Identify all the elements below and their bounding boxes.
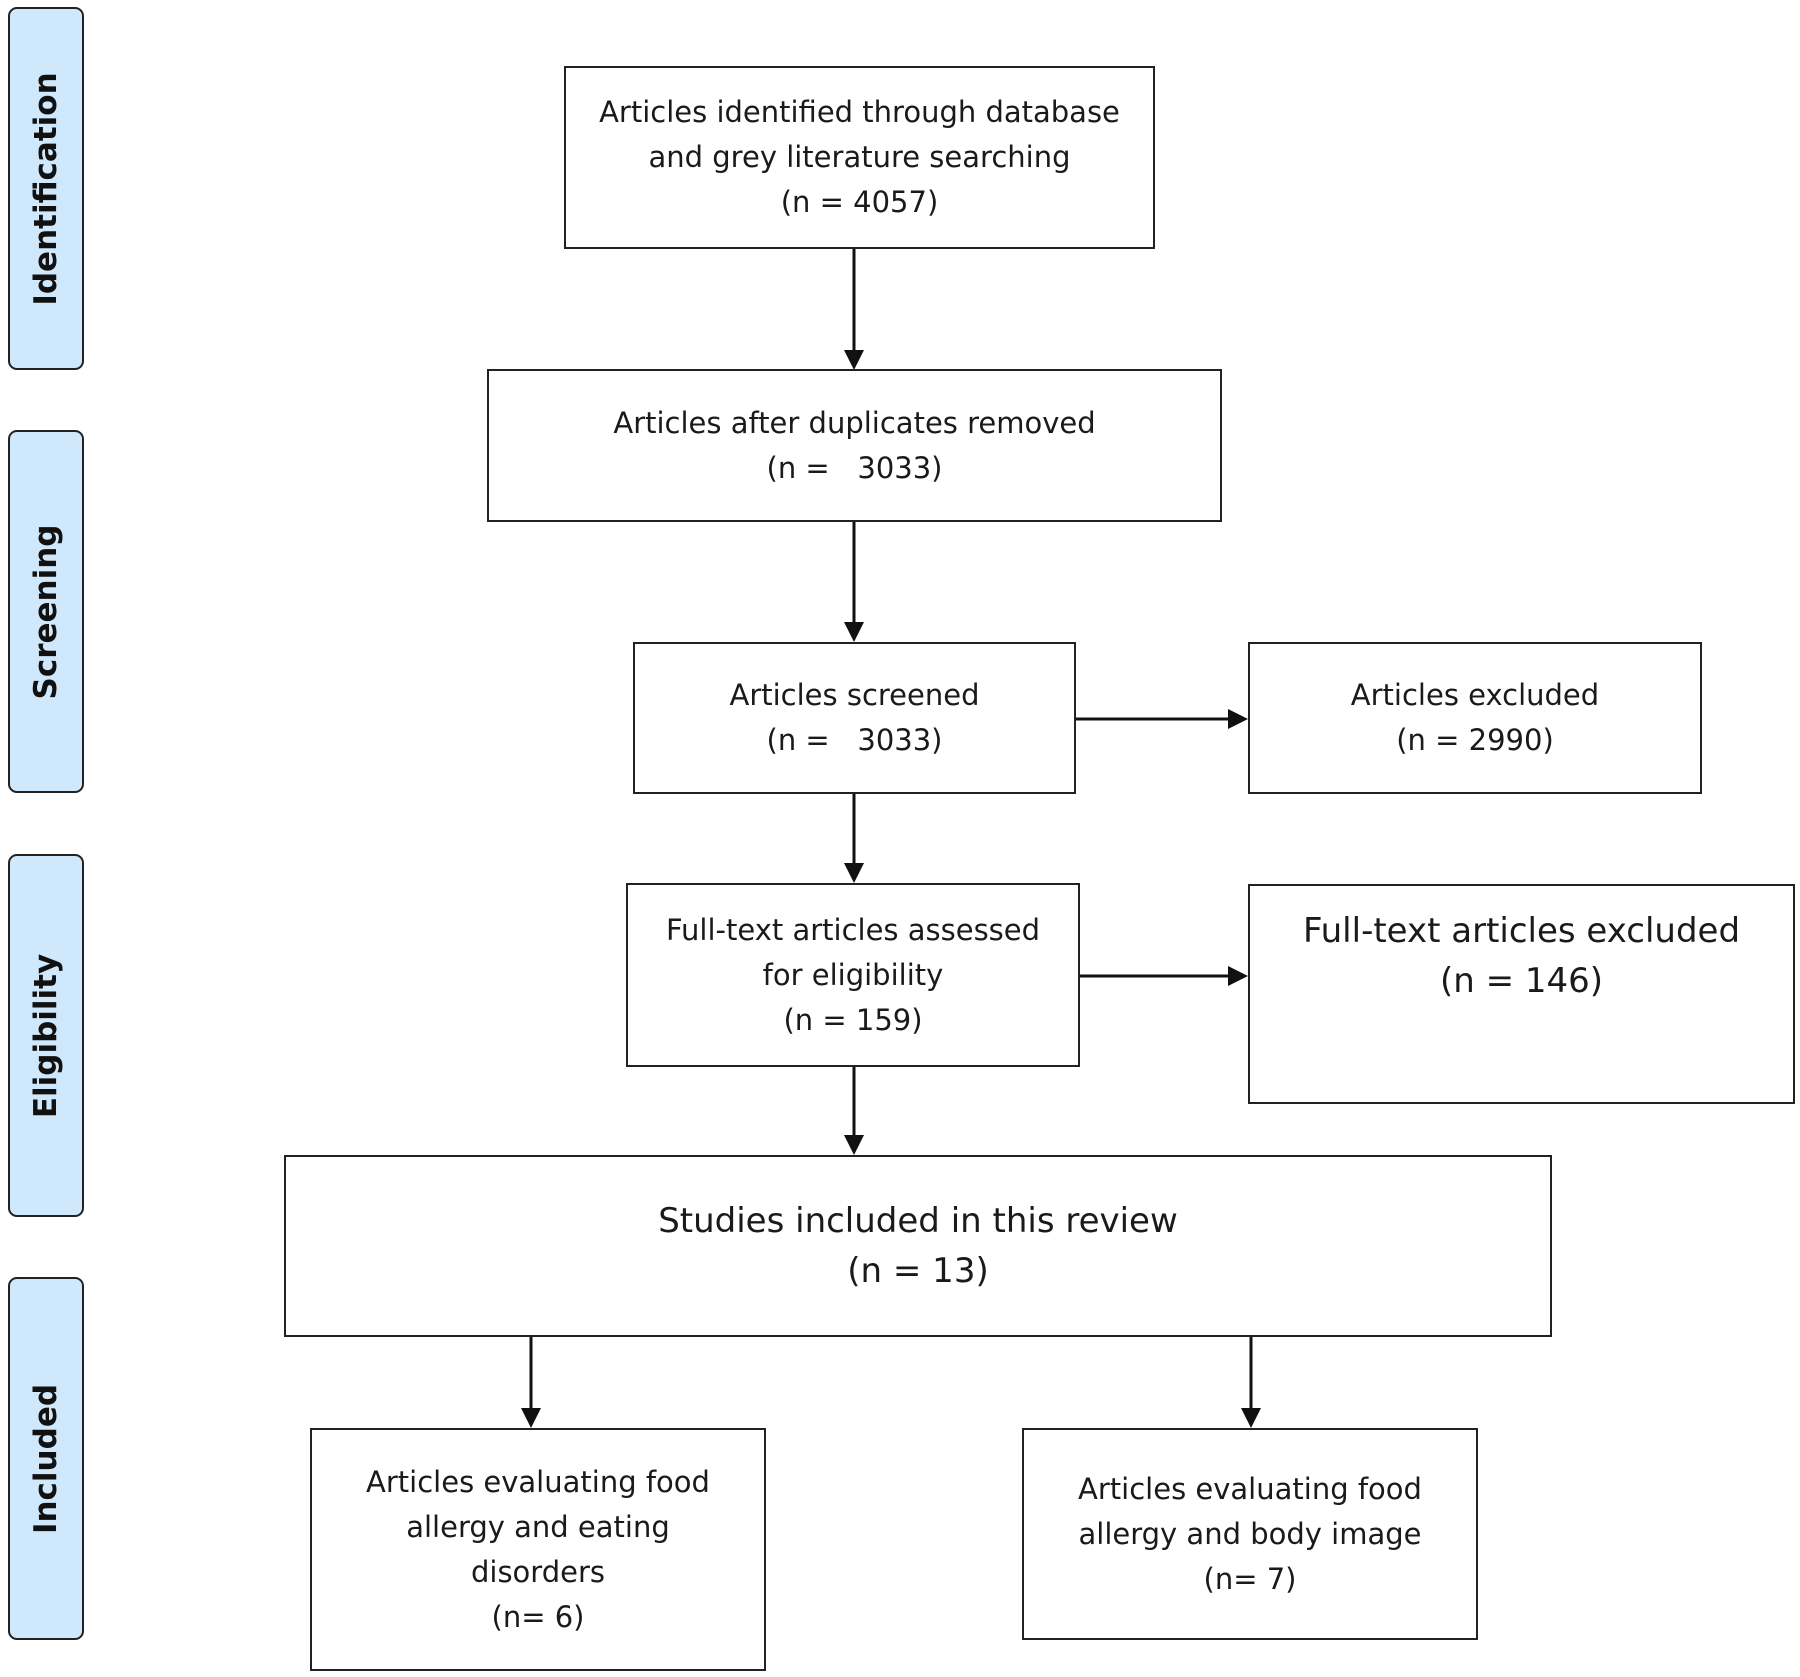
box-studies-included-count: (n = 13) — [847, 1251, 989, 1291]
box-full-text-excluded: Full-text articles excluded (n = 146) — [1248, 884, 1795, 1104]
phase-eligibility-label: Eligibility — [28, 953, 64, 1118]
phase-included-label: Included — [28, 1383, 64, 1534]
box-eating-disorders: Articles evaluating food allergy and eat… — [310, 1428, 766, 1671]
arrowhead-included-to-eating-disorders — [521, 1408, 541, 1428]
box-eating-disorders-count: (n= 6) — [491, 1599, 585, 1634]
arrowhead-screened-to-fulltext — [844, 863, 864, 883]
box-full-text-assessed-count: (n = 159) — [783, 1002, 923, 1037]
phase-eligibility: Eligibility — [8, 854, 84, 1217]
phase-screening: Screening — [8, 430, 84, 793]
box-eating-disorders-line3: disorders — [470, 1554, 605, 1589]
arrowhead-screened-to-excluded — [1228, 709, 1248, 729]
box-full-text-assessed-line2: for eligibility — [762, 957, 944, 992]
phase-identification-label: Identification — [28, 71, 64, 306]
box-full-text-assessed: Full-text articles assessed for eligibil… — [626, 883, 1080, 1067]
box-full-text-assessed-line1: Full-text articles assessed — [665, 912, 1041, 947]
phase-identification: Identification — [8, 7, 84, 370]
box-body-image-line2: allergy and body image — [1078, 1516, 1422, 1551]
box-identified-count: (n = 4057) — [780, 185, 939, 219]
box-body-image-line1: Articles evaluating food — [1078, 1471, 1422, 1506]
phase-included: Included — [8, 1277, 84, 1640]
box-full-text-excluded-line1: Full-text articles excluded — [1302, 911, 1741, 951]
box-identified-line2: and grey literature searching — [648, 140, 1071, 174]
box-identified: Articles identified through database and… — [564, 66, 1155, 249]
box-excluded-count: (n = 2990) — [1396, 723, 1554, 757]
box-excluded-line1: Articles excluded — [1350, 678, 1600, 712]
box-studies-included-line1: Studies included in this review — [658, 1201, 1178, 1241]
box-screened-count: (n = 3033) — [766, 723, 943, 757]
box-duplicates-removed: Articles after duplicates removed (n = 3… — [487, 369, 1222, 522]
box-body-image-count: (n= 7) — [1203, 1561, 1297, 1596]
box-studies-included: Studies included in this review (n = 13) — [284, 1155, 1552, 1337]
phase-screening-label: Screening — [28, 524, 64, 699]
box-full-text-excluded-count: (n = 146) — [1439, 961, 1604, 1001]
box-screened-line1: Articles screened — [729, 678, 980, 712]
box-duplicates-removed-count: (n = 3033) — [766, 450, 943, 485]
arrowhead-duplicates-to-screened — [844, 622, 864, 642]
arrowhead-included-to-body-image — [1241, 1408, 1261, 1428]
box-body-image: Articles evaluating food allergy and bod… — [1022, 1428, 1478, 1640]
box-duplicates-removed-line1: Articles after duplicates removed — [613, 405, 1096, 440]
arrowhead-fulltext-to-fulltext-excluded — [1228, 966, 1248, 986]
box-identified-line1: Articles identified through database — [599, 95, 1120, 129]
arrowhead-identified-to-duplicates — [844, 350, 864, 370]
box-eating-disorders-line2: allergy and eating — [406, 1509, 670, 1544]
box-excluded: Articles excluded (n = 2990) — [1248, 642, 1702, 794]
box-eating-disorders-line1: Articles evaluating food — [366, 1464, 710, 1499]
arrowhead-fulltext-to-included — [844, 1135, 864, 1155]
box-screened: Articles screened (n = 3033) — [633, 642, 1076, 794]
